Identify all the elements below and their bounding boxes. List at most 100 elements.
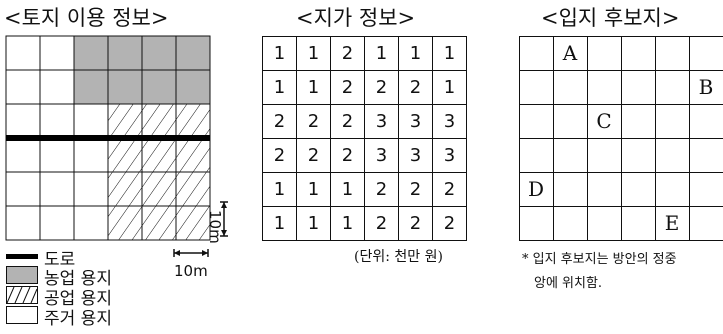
price-cell: 2	[398, 206, 433, 241]
site-cell	[587, 36, 622, 71]
land-cell-residential	[5, 35, 41, 71]
price-cell: 3	[364, 104, 399, 139]
legend-farm-label: 농업 용지	[44, 269, 112, 289]
price-cell: 1	[262, 70, 297, 105]
land-cell-farm	[175, 35, 211, 71]
price-value: 1	[375, 43, 388, 64]
legend-road-label: 도로	[44, 250, 76, 270]
land-cell-residential	[39, 171, 75, 207]
site-cell	[553, 104, 588, 139]
price-cell: 2	[432, 172, 467, 207]
sites-note-line1: * 입지 후보지는 방안의 정중	[522, 252, 677, 267]
price-value: 2	[409, 179, 422, 200]
price-value: 1	[273, 43, 286, 64]
price-cell: 3	[398, 104, 433, 139]
price-value: 2	[409, 213, 422, 234]
price-cell: 2	[364, 70, 399, 105]
land-cell-industrial	[141, 171, 177, 207]
price-title: <지가 정보>	[296, 6, 416, 30]
price-cell: 2	[296, 104, 331, 139]
price-value: 3	[375, 111, 388, 132]
road-line	[6, 135, 210, 141]
price-value: 2	[341, 111, 354, 132]
land-cell-residential	[39, 103, 75, 139]
land-cell-residential	[5, 69, 41, 105]
site-cell	[655, 172, 690, 207]
sites-note-line2: 앙에 위치함.	[534, 276, 603, 291]
price-cell: 2	[262, 138, 297, 173]
land-cell-industrial	[107, 137, 143, 173]
site-label-d: D	[527, 177, 545, 201]
price-cell: 2	[330, 36, 365, 71]
land-cell-residential	[5, 171, 41, 207]
price-value: 1	[409, 43, 422, 64]
site-cell	[553, 138, 588, 173]
site-cell	[519, 104, 554, 139]
land-cell-residential	[39, 205, 75, 241]
price-value: 3	[443, 145, 456, 166]
site-cell	[587, 70, 622, 105]
price-cell: 1	[262, 206, 297, 241]
land-cell-residential	[5, 103, 41, 139]
price-cell: 2	[398, 70, 433, 105]
site-cell	[689, 138, 723, 173]
site-cell	[655, 70, 690, 105]
price-cell: 2	[364, 172, 399, 207]
site-cell	[519, 138, 554, 173]
site-cell	[519, 206, 554, 241]
price-value: 1	[307, 213, 320, 234]
site-label-a: A	[562, 41, 578, 65]
site-cell	[519, 70, 554, 105]
price-value: 2	[307, 145, 320, 166]
land-cell-farm	[107, 69, 143, 105]
price-cell: 1	[330, 206, 365, 241]
land-cell-industrial	[141, 103, 177, 139]
price-cell: 2	[432, 206, 467, 241]
price-value: 2	[307, 111, 320, 132]
price-value: 2	[341, 145, 354, 166]
price-cell: 2	[398, 172, 433, 207]
site-cell	[587, 206, 622, 241]
price-value: 2	[273, 111, 286, 132]
price-cell: 2	[262, 104, 297, 139]
price-value: 1	[443, 77, 456, 98]
site-cell	[689, 104, 723, 139]
land-cell-farm	[73, 35, 109, 71]
price-cell: 1	[296, 70, 331, 105]
price-cell: 1	[262, 36, 297, 71]
price-cell: 1	[262, 172, 297, 207]
price-value: 1	[307, 179, 320, 200]
price-cell: 2	[364, 206, 399, 241]
vertical-scale-label: 10m	[206, 210, 224, 244]
price-value: 1	[273, 179, 286, 200]
price-value: 3	[409, 145, 422, 166]
site-cell	[621, 104, 656, 139]
land-cell-residential	[5, 205, 41, 241]
land-use-grid	[5, 35, 211, 241]
site-cell	[519, 36, 554, 71]
site-cell	[621, 36, 656, 71]
land-use-title: <토지 이용 정보>	[4, 6, 169, 30]
price-value: 2	[273, 145, 286, 166]
price-value: 2	[341, 77, 354, 98]
site-cell	[655, 104, 690, 139]
land-cell-industrial	[107, 171, 143, 207]
land-cell-industrial	[107, 103, 143, 139]
price-cell: 1	[296, 206, 331, 241]
price-value: 1	[443, 43, 456, 64]
price-cell: 3	[364, 138, 399, 173]
land-cell-industrial	[141, 137, 177, 173]
site-cell	[587, 172, 622, 207]
site-cell	[553, 70, 588, 105]
price-unit-note: (단위: 천만 원)	[354, 249, 443, 265]
price-cell: 1	[398, 36, 433, 71]
site-cell	[621, 70, 656, 105]
land-cell-farm	[141, 35, 177, 71]
price-value: 2	[409, 77, 422, 98]
price-value: 2	[375, 213, 388, 234]
price-cell: 2	[330, 70, 365, 105]
land-cell-residential	[73, 171, 109, 207]
land-cell-residential	[73, 103, 109, 139]
legend-residential-swatch	[6, 306, 38, 324]
